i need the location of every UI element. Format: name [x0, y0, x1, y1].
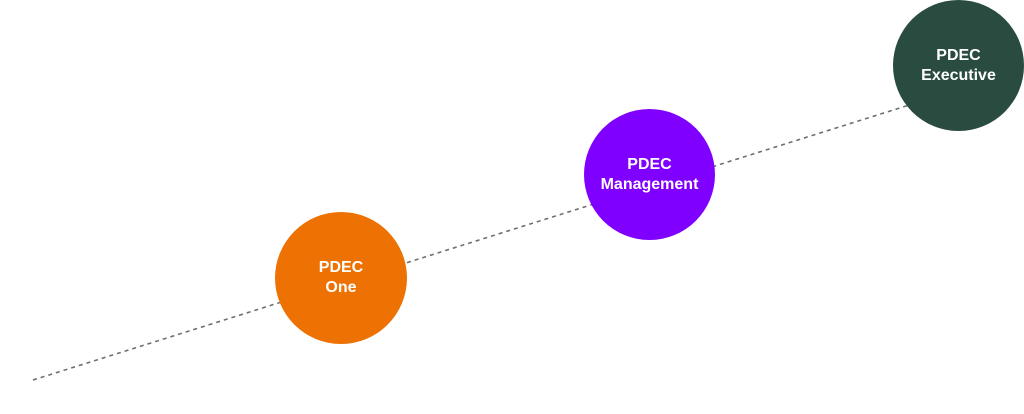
node-pdec-executive-line1: PDEC	[936, 46, 981, 64]
node-pdec-executive-line2: Executive	[921, 66, 996, 84]
node-pdec-one: PDEC One	[275, 212, 407, 344]
node-pdec-management-line2: Management	[600, 175, 699, 193]
node-pdec-management: PDEC Management	[584, 109, 715, 240]
node-pdec-one-label: PDEC One	[319, 258, 363, 298]
node-pdec-one-line2: One	[325, 279, 357, 296]
node-pdec-management-line1: PDEC	[627, 155, 672, 173]
node-pdec-one-line1: PDEC	[318, 259, 364, 276]
node-pdec-management-label: PDEC Management	[601, 155, 699, 195]
node-pdec-executive-label: PDEC Executive	[921, 46, 996, 86]
node-pdec-executive: PDEC Executive	[893, 0, 1024, 131]
